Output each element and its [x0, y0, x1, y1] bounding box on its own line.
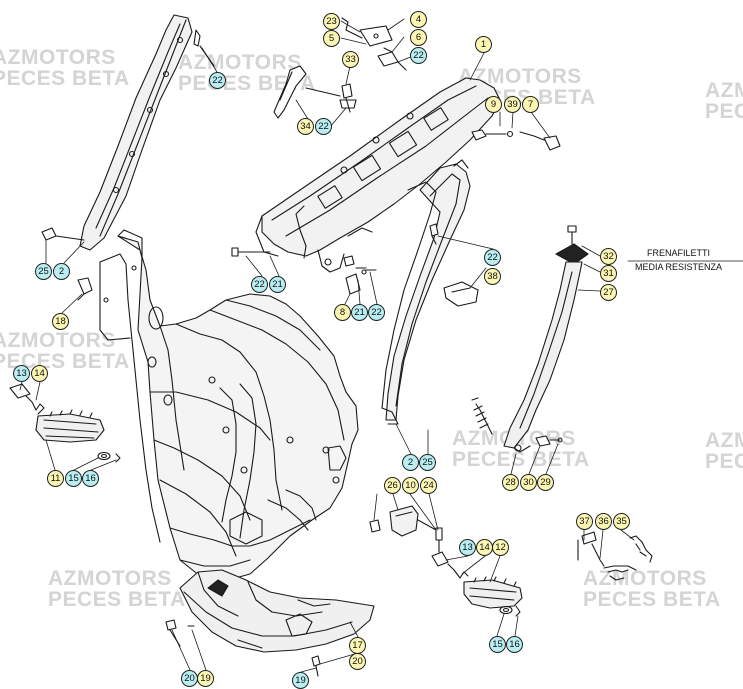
- callout-14[interactable]: 14: [31, 365, 48, 382]
- callout-23[interactable]: 23: [323, 13, 340, 30]
- side-stand: [471, 225, 589, 453]
- callout-22[interactable]: 22: [484, 249, 501, 266]
- callout-5[interactable]: 5: [323, 30, 340, 47]
- callout-14[interactable]: 14: [476, 539, 493, 556]
- callout-10[interactable]: 10: [402, 477, 419, 494]
- callout-9[interactable]: 9: [485, 96, 502, 113]
- callout-11[interactable]: 11: [47, 470, 64, 487]
- callout-21[interactable]: 21: [269, 276, 286, 293]
- callout-26[interactable]: 26: [384, 477, 401, 494]
- callout-16[interactable]: 16: [506, 636, 523, 653]
- callout-4[interactable]: 4: [410, 11, 427, 28]
- left-footpeg-assembly: [9, 383, 121, 463]
- callout-22[interactable]: 22: [315, 118, 332, 135]
- callout-19[interactable]: 19: [292, 672, 309, 689]
- upper-hardware: [273, 17, 561, 151]
- callout-22[interactable]: 22: [410, 47, 427, 64]
- left-side-cover: [79, 14, 215, 251]
- callout-22[interactable]: 22: [209, 72, 226, 89]
- callout-6[interactable]: 6: [410, 29, 427, 46]
- rear-subframe: [255, 77, 501, 425]
- main-frame: [99, 229, 359, 581]
- callout-16[interactable]: 16: [82, 470, 99, 487]
- stand-springs: [577, 531, 653, 581]
- callout-22[interactable]: 22: [251, 276, 268, 293]
- callout-8[interactable]: 8: [334, 304, 351, 321]
- callout-25[interactable]: 25: [35, 263, 52, 280]
- threadlocker-note-line2: MEDIA RESISTENZA: [635, 262, 723, 272]
- callout-1[interactable]: 1: [475, 36, 492, 53]
- skid-plate: [165, 569, 375, 677]
- callout-13[interactable]: 13: [459, 539, 476, 556]
- callout-36[interactable]: 36: [595, 513, 612, 530]
- callout-20[interactable]: 20: [349, 653, 366, 670]
- callout-29[interactable]: 29: [537, 474, 554, 491]
- threadlocker-note-line1: FRENAFILETTI: [647, 248, 711, 258]
- right-footpeg-assembly: [431, 551, 523, 617]
- callout-15[interactable]: 15: [65, 470, 82, 487]
- callout-31[interactable]: 31: [600, 265, 617, 282]
- callout-33[interactable]: 33: [342, 51, 359, 68]
- callout-32[interactable]: 32: [600, 248, 617, 265]
- callout-17[interactable]: 17: [349, 637, 366, 654]
- callout-7[interactable]: 7: [522, 96, 539, 113]
- callout-27[interactable]: 27: [600, 284, 617, 301]
- callout-15[interactable]: 15: [489, 636, 506, 653]
- callout-38[interactable]: 38: [484, 268, 501, 285]
- leader-lines: [19, 18, 743, 673]
- callout-2[interactable]: 2: [53, 263, 70, 280]
- callout-12[interactable]: 12: [492, 539, 509, 556]
- callout-21[interactable]: 21: [351, 304, 368, 321]
- callout-39[interactable]: 39: [504, 96, 521, 113]
- callout-28[interactable]: 28: [502, 474, 519, 491]
- callout-24[interactable]: 24: [420, 477, 437, 494]
- callout-25[interactable]: 25: [419, 454, 436, 471]
- left-hardware: [41, 223, 479, 307]
- callout-22[interactable]: 22: [368, 304, 385, 321]
- callout-30[interactable]: 30: [520, 474, 537, 491]
- callout-19[interactable]: 19: [197, 670, 214, 687]
- callout-34[interactable]: 34: [297, 118, 314, 135]
- callout-37[interactable]: 37: [576, 513, 593, 530]
- callout-20[interactable]: 20: [181, 670, 198, 687]
- callout-2[interactable]: 2: [402, 454, 419, 471]
- frame-guard: [369, 505, 443, 553]
- callout-18[interactable]: 18: [52, 313, 69, 330]
- callout-13[interactable]: 13: [13, 365, 30, 382]
- callout-35[interactable]: 35: [613, 513, 630, 530]
